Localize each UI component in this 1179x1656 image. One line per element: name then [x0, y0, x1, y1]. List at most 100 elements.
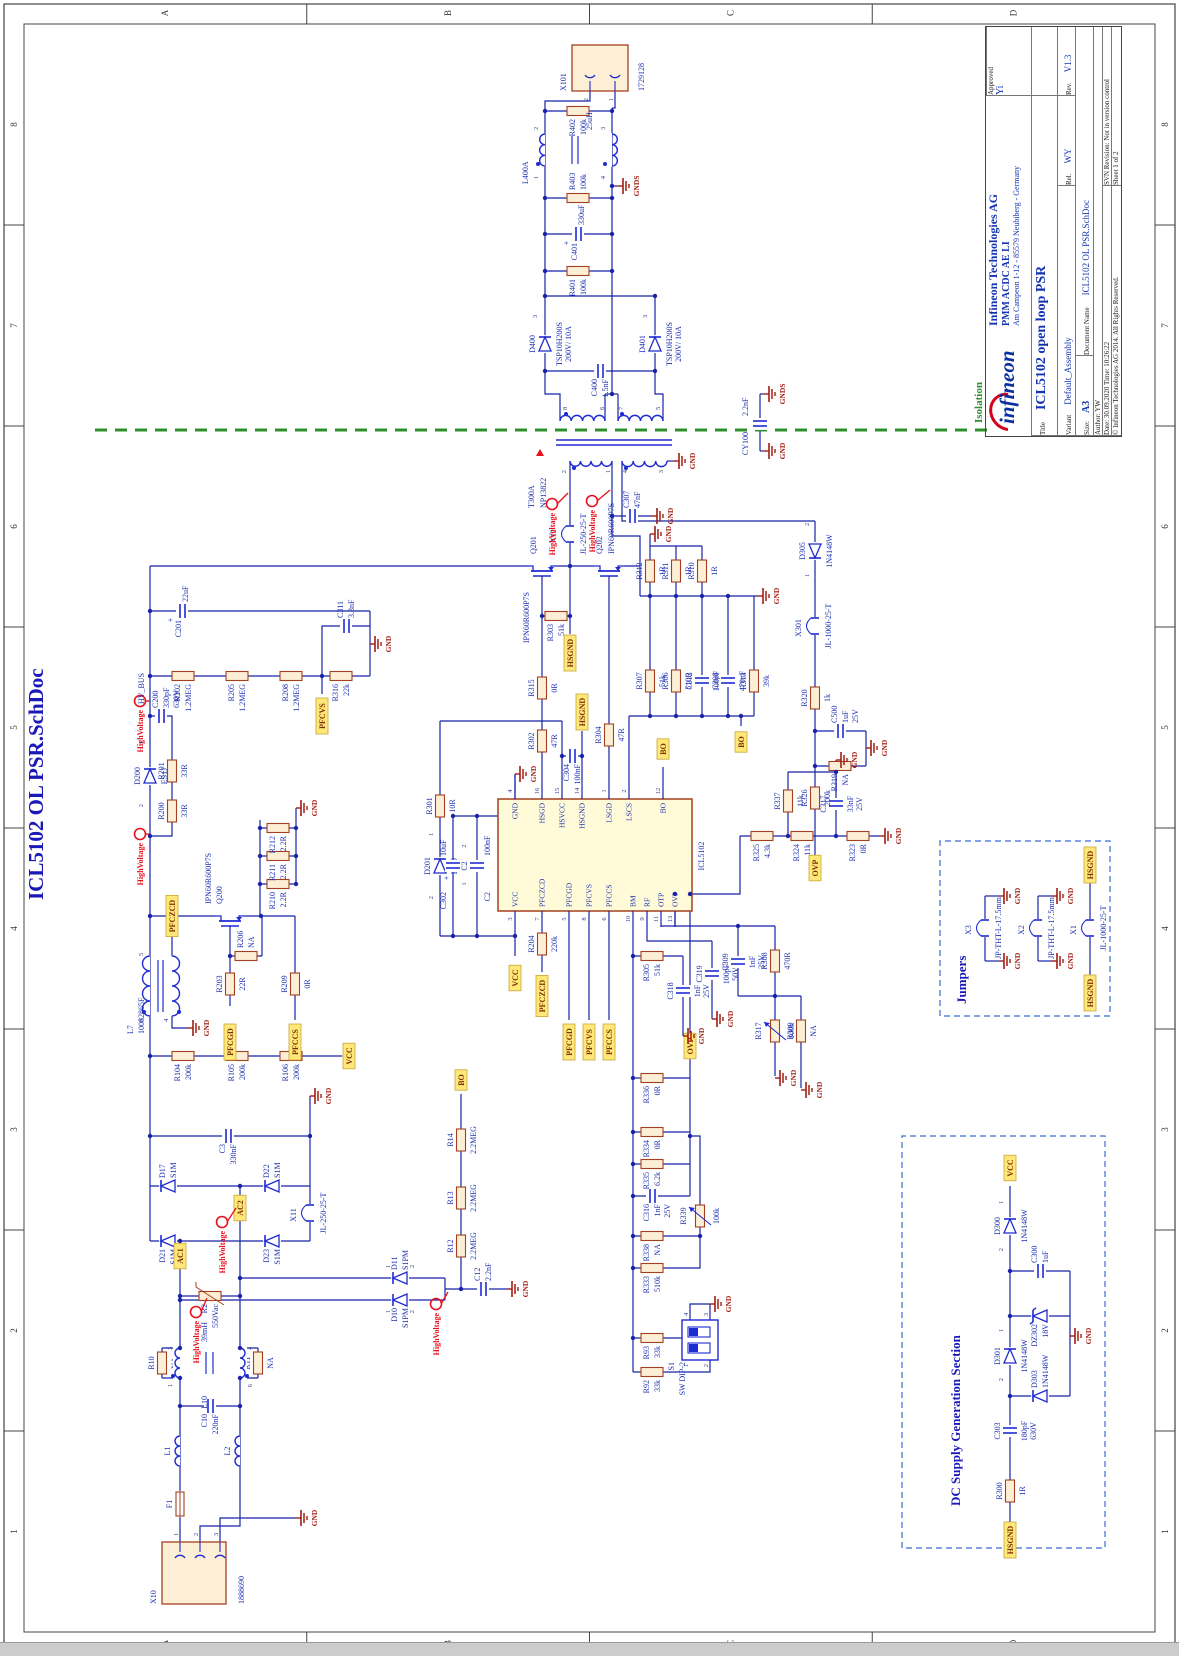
ground-label: GND — [310, 1509, 319, 1526]
ref: D300 — [993, 1217, 1002, 1235]
zone-row: B — [443, 10, 453, 16]
wire — [689, 1303, 711, 1320]
ref: C304 — [562, 764, 571, 781]
resistor — [455, 1186, 467, 1210]
wire — [612, 91, 616, 109]
pin-number: 9 — [138, 1019, 145, 1022]
title-label: Title — [1039, 422, 1047, 435]
value: 1R — [684, 566, 693, 576]
ref: R209 — [280, 975, 289, 992]
junction — [699, 593, 705, 599]
ref: R202 — [173, 684, 182, 701]
ref: CY100 — [741, 432, 750, 455]
pin-name: LSCS — [625, 803, 634, 821]
inductor-icon — [234, 1435, 241, 1467]
pin-number: 3 — [167, 1347, 174, 1350]
value: 10R — [448, 799, 457, 813]
inductor-icon — [174, 1347, 181, 1379]
pin-name: BO — [659, 802, 668, 813]
value: 200k — [292, 1064, 301, 1080]
ref: R334 — [642, 1140, 651, 1157]
value: 22R — [238, 977, 247, 991]
junction — [609, 108, 615, 114]
resistor — [644, 669, 656, 693]
spare-cell — [1031, 27, 1057, 96]
viewer-scrollbar[interactable] — [0, 1642, 1179, 1656]
net-label-text: HSGND — [578, 698, 587, 727]
value: 25V — [855, 797, 864, 811]
ref: R211 — [268, 864, 277, 881]
value: JL-250-25-T — [319, 1192, 328, 1233]
junction — [609, 183, 615, 189]
document-title: ICL5102 OL PSR.SchDoc — [24, 668, 48, 900]
label: L10 — [200, 1396, 209, 1409]
resistor — [166, 799, 178, 823]
pin-number: 13 — [667, 916, 674, 923]
pin-number: 6 — [247, 1383, 254, 1387]
hv-probe-icon — [226, 1207, 237, 1223]
jumper-icon — [560, 525, 567, 543]
label: 1888690 — [237, 1576, 246, 1604]
section-title: Jumpers — [954, 956, 969, 1004]
value: 1nF — [693, 984, 702, 997]
ground-label: GND — [202, 1019, 211, 1036]
value: 1.2MEG — [238, 684, 247, 712]
junction — [609, 513, 615, 519]
junction — [673, 713, 679, 719]
ground-label: GND — [724, 1295, 733, 1312]
pin-number: 1 — [804, 574, 811, 577]
resistor — [156, 1351, 168, 1375]
label: 39mH — [200, 1322, 209, 1342]
pin-number: 2 — [583, 98, 590, 101]
ref: C2 — [460, 861, 469, 870]
label: Q200 — [215, 886, 224, 904]
value: 2.2R — [279, 835, 288, 851]
pin-number: 2 — [804, 523, 811, 526]
junction — [1007, 1393, 1013, 1399]
value: NA — [809, 1025, 818, 1037]
ref: R337 — [773, 792, 782, 809]
net-label-text: HSGND — [1006, 1526, 1015, 1555]
pin-number: 2 — [138, 804, 145, 807]
ground-label: GND — [521, 1280, 530, 1297]
resistor — [750, 830, 774, 842]
value: NA — [841, 774, 850, 786]
value: 33R — [180, 764, 189, 778]
ref: R339 — [679, 1207, 688, 1224]
diode-icon — [391, 1271, 408, 1285]
value: 100k — [579, 174, 588, 190]
value: 0R — [550, 683, 559, 693]
pin-number: 3 — [703, 1313, 710, 1316]
ref: R307 — [635, 672, 644, 689]
value: JP-THT-L-17.5mm — [994, 896, 1003, 958]
net-label — [454, 1069, 468, 1091]
value: 2.2R — [279, 863, 288, 879]
resistor — [748, 669, 760, 693]
ref: R201 — [157, 762, 166, 779]
net-label-text: PFCCS — [605, 1029, 614, 1055]
net-label-text: AC2 — [236, 1200, 245, 1216]
value: TSP10H200S — [665, 322, 674, 366]
net-label — [535, 974, 549, 1017]
resistor — [670, 669, 682, 693]
zone-col: 4 — [1160, 926, 1170, 931]
pin-number: 3 — [642, 315, 649, 318]
junction — [542, 231, 548, 237]
dot — [620, 412, 624, 416]
inductor-icon — [559, 414, 606, 422]
resistor — [171, 1050, 195, 1062]
resistor — [455, 1128, 467, 1152]
svn-row: SVN Revision: Not in version control — [1102, 27, 1111, 186]
wire — [621, 461, 815, 522]
value: 100k — [579, 119, 588, 135]
ref: X2 — [1017, 925, 1026, 935]
ref: D401 — [638, 335, 647, 353]
ref: R106 — [281, 1064, 290, 1081]
pin-number: 1 — [998, 1329, 1005, 1332]
ref: C300 — [1030, 1246, 1039, 1263]
docname-label: Document Name — [1083, 307, 1091, 355]
diode-icon — [159, 1234, 176, 1248]
value: NA — [653, 1244, 662, 1256]
ground-label: GND — [664, 525, 673, 542]
wire — [633, 1135, 701, 1269]
